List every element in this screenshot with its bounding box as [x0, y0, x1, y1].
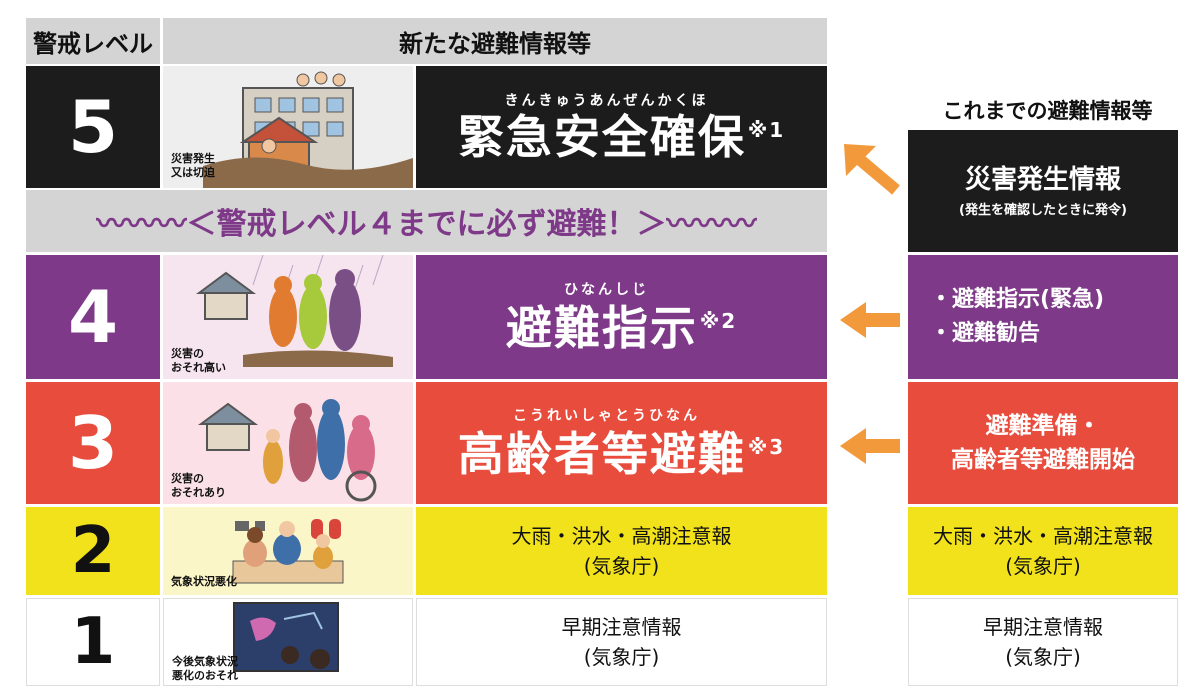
arrow-level-4-icon — [840, 302, 900, 338]
level-5-previous-title: 災害発生情報 — [964, 165, 1121, 195]
level-2-picture-caption: 気象状況悪化 — [171, 575, 237, 588]
level-5-number: 5 — [26, 66, 160, 188]
level-3-previous-info: 避難準備・ 高齢者等避難開始 — [908, 382, 1178, 504]
level-5-info: きんきゅうあんぜんかくほ 緊急安全確保※1 — [416, 66, 827, 188]
level-2-number: 2 — [26, 507, 160, 595]
level-2-info-line-1: 大雨・洪水・高潮注意報 — [511, 524, 732, 548]
level-4-info: ひなんしじ 避難指示※2 — [416, 255, 827, 379]
level-5-ruby: きんきゅうあんぜんかくほ — [504, 93, 709, 109]
level-2-previous-line-1: 大雨・洪水・高潮注意報 — [933, 524, 1153, 548]
level-4-number: 4 — [26, 255, 160, 379]
level-5-picture-caption: 災害発生 又は切迫 — [171, 152, 215, 179]
level-4-picture-caption: 災害の おそれ高い — [171, 347, 226, 374]
level-4-previous-info: ・避難指示(緊急) ・避難勧告 — [908, 255, 1178, 379]
new-info-column-header: 新たな避難情報等 — [163, 18, 827, 64]
level-1-number: 1 — [26, 598, 160, 686]
previous-info-column-header: これまでの避難情報等 — [942, 99, 1153, 123]
level-4-ruby: ひなんしじ — [564, 282, 649, 298]
level-4-previous-line-1: ・避難指示(緊急) — [930, 287, 1105, 312]
level-3-ruby: こうれいしゃとうひなん — [513, 408, 700, 424]
arrow-level-5-icon — [844, 144, 900, 195]
level-3-picture-caption: 災害の おそれあり — [171, 472, 226, 499]
tv-weather-forecast-illustration — [164, 599, 412, 685]
level-1-picture: 今後気象状況 悪化のおそれ — [163, 598, 413, 686]
level-5-info-title: 緊急安全確保※1 — [457, 110, 786, 164]
level-1-picture-caption: 今後気象状況 悪化のおそれ — [172, 655, 238, 682]
level-1-info-line-2: (気象庁) — [583, 645, 660, 669]
level-5-previous-info: 災害発生情報 (発生を確認したときに発令) — [908, 130, 1178, 252]
flooded-building-illustration — [163, 66, 413, 188]
level-2-previous-info: 大雨・洪水・高潮注意報 (気象庁) — [908, 507, 1178, 595]
level-4-picture: 災害の おそれ高い — [163, 255, 413, 379]
level-5-note: ※1 — [747, 117, 786, 142]
level-1-previous-info: 早期注意情報 (気象庁) — [908, 598, 1178, 686]
arrow-level-3-icon — [840, 428, 900, 464]
level-4-note: ※2 — [699, 308, 738, 333]
level-5-previous-subtitle: (発生を確認したときに発令) — [959, 203, 1127, 218]
evacuate-by-level-4-banner: 〰〰〰＜警戒レベル４までに必ず避難！＞〰〰〰 — [26, 190, 827, 252]
level-1-info: 早期注意情報 (気象庁) — [416, 598, 827, 686]
level-3-info: こうれいしゃとうひなん 高齢者等避難※3 — [416, 382, 827, 504]
level-4-info-title: 避難指示※2 — [505, 301, 738, 355]
level-1-previous-line-2: (気象庁) — [1005, 645, 1081, 669]
level-2-previous-line-2: (気象庁) — [1005, 554, 1081, 578]
level-2-info-line-2: (気象庁) — [583, 554, 660, 578]
elderly-evacuation-illustration — [163, 382, 413, 504]
level-4-previous-line-2: ・避難勧告 — [930, 321, 1041, 346]
level-2-picture: 気象状況悪化 — [163, 507, 413, 595]
level-2-info: 大雨・洪水・高潮注意報 (気象庁) — [416, 507, 827, 595]
evacuating-people-rain-illustration — [163, 255, 413, 379]
level-1-previous-line-1: 早期注意情報 — [983, 615, 1103, 639]
family-watching-weather-illustration — [163, 507, 413, 595]
level-3-number: 3 — [26, 382, 160, 504]
level-1-info-line-1: 早期注意情報 — [561, 615, 682, 639]
level-3-note: ※3 — [747, 434, 786, 459]
level-column-header: 警戒レベル — [26, 18, 160, 64]
level-5-picture: 災害発生 又は切迫 — [163, 66, 413, 188]
level-3-previous-line-1: 避難準備・ — [985, 413, 1101, 439]
level-3-info-title: 高齢者等避難※3 — [457, 427, 786, 481]
level-3-previous-line-2: 高齢者等避難開始 — [951, 447, 1135, 473]
level-3-picture: 災害の おそれあり — [163, 382, 413, 504]
